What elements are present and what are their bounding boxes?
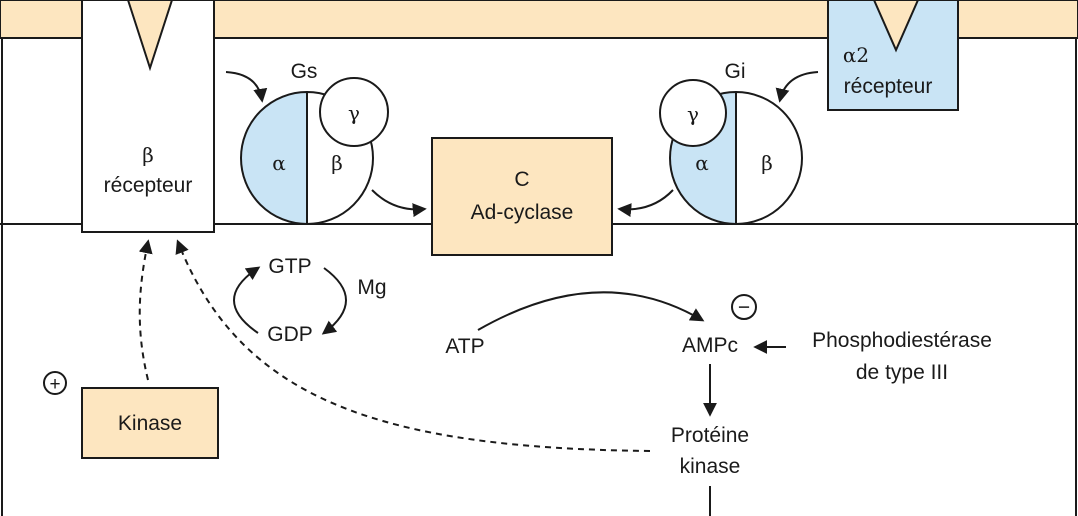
adenylate-cyclase-box: C Ad-cyclase xyxy=(431,137,613,256)
gs-alpha-symbol: α xyxy=(272,151,286,175)
proteine-kinase-line1: Protéine xyxy=(671,424,749,447)
plus-circle-icon xyxy=(43,371,67,395)
gs-protein: Gs α β γ xyxy=(240,60,389,226)
gi-to-cyclase-arrow xyxy=(617,189,674,218)
kinase-label: Kinase xyxy=(118,412,182,435)
mg-label: Mg xyxy=(357,276,386,299)
gdp-label: GDP xyxy=(267,323,313,346)
plus-sign: + xyxy=(49,374,60,395)
gs-label: Gs xyxy=(291,60,318,83)
gs-to-cyclase-arrow xyxy=(371,189,427,218)
atp-to-ampc-arrow xyxy=(477,291,705,331)
atp-label: ATP xyxy=(445,335,484,358)
gs-gamma-subunit xyxy=(319,77,389,147)
beta-receptor-label: récepteur xyxy=(104,174,193,197)
alpha2-receptor: α2 récepteur xyxy=(827,0,959,111)
gs-gamma-symbol: γ xyxy=(348,101,360,125)
gi-alpha-symbol: α xyxy=(695,151,709,175)
gi-beta-subunit xyxy=(735,90,803,226)
phosphodiesterase-line2: de type III xyxy=(856,361,948,384)
ligand-binding-notch xyxy=(126,0,174,72)
kinase-to-beta-receptor-dashed-arrow xyxy=(138,239,153,381)
ligand-binding-notch xyxy=(872,0,920,53)
gtp-to-gdp-arrow xyxy=(321,267,347,335)
gi-protein: Gi γ α β xyxy=(659,60,803,226)
proteine-kinase-line2: kinase xyxy=(680,455,741,478)
minus-sign: − xyxy=(738,296,750,319)
minus-circle-icon xyxy=(731,294,757,320)
alpha2-receptor-symbol: α2 xyxy=(843,43,869,67)
proteine-kinase-to-beta-receptor-dashed-arrow xyxy=(175,239,651,452)
ampc-label: AMPc xyxy=(682,334,738,357)
beta-receptor: β récepteur xyxy=(81,0,215,233)
phosphodiesterase-line1: Phosphodiestérase xyxy=(812,329,992,352)
gs-beta-symbol: β xyxy=(331,151,343,175)
gdp-to-gtp-arrow xyxy=(233,266,261,334)
beta-receptor-to-gs-arrow xyxy=(225,71,268,103)
gs-alpha-subunit xyxy=(240,90,308,226)
kinase-box: Kinase xyxy=(81,387,219,459)
gi-gamma-symbol: γ xyxy=(687,102,699,126)
adenylate-cyclase-line2: Ad-cyclase xyxy=(471,201,574,224)
gtp-gdp-cycle: GTP GDP Mg xyxy=(233,255,387,346)
activation-sign: + xyxy=(43,371,67,395)
gi-beta-symbol: β xyxy=(761,151,773,175)
alpha2-receptor-label: récepteur xyxy=(844,75,933,98)
gi-gamma-subunit xyxy=(659,79,727,147)
beta-receptor-symbol: β xyxy=(142,143,154,167)
alpha2-to-gi-arrow xyxy=(775,71,819,103)
gi-label: Gi xyxy=(725,60,746,83)
gtp-label: GTP xyxy=(268,255,311,278)
inhibition-sign: − xyxy=(731,294,757,320)
adenylate-cyclase-line1: C xyxy=(514,168,529,191)
